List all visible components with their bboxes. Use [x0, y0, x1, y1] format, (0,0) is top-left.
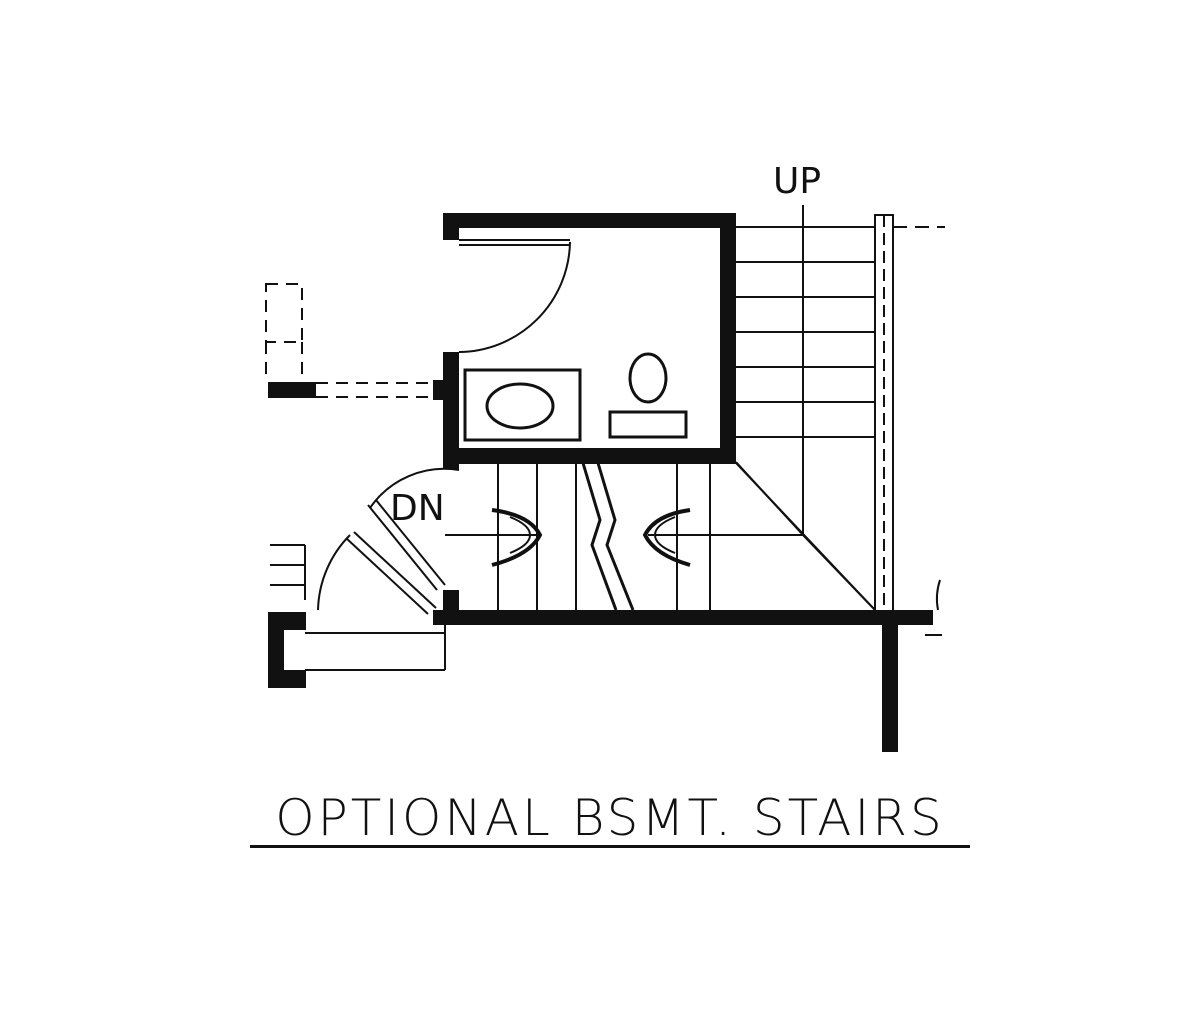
stair-break-line — [581, 462, 635, 611]
wall-bottom — [443, 448, 736, 463]
wall-top — [443, 213, 736, 228]
stairs-up-run — [735, 205, 876, 611]
down-label: DN — [390, 488, 445, 529]
wall-left-upper — [443, 213, 459, 240]
toilet-fixture — [608, 352, 688, 439]
bathroom-door — [458, 239, 571, 353]
up-arrow — [642, 508, 803, 567]
wall-right — [720, 213, 736, 461]
left-wall-posts — [268, 380, 449, 688]
caption-underline — [250, 845, 970, 848]
up-label: UP — [773, 161, 821, 202]
plan-caption: OPTIONAL BSMT. STAIRS — [275, 789, 945, 847]
powder-room-walls — [443, 213, 736, 469]
left-door-area — [270, 467, 460, 671]
sink-fixture — [463, 368, 582, 442]
lower-walls — [433, 590, 933, 752]
stair-railing — [874, 214, 945, 616]
dashed-partitions — [265, 283, 433, 398]
right-edge-detail — [925, 579, 942, 636]
down-arrow — [445, 508, 543, 567]
stairs-down-run — [459, 462, 876, 611]
